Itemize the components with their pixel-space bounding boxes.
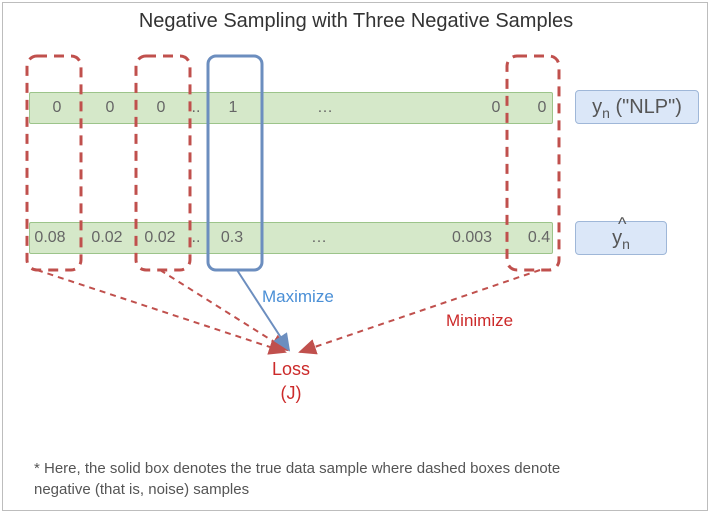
- pred-value-2: 0.02: [144, 229, 176, 246]
- arrow-neg3: [298, 269, 541, 355]
- label-y: y: [592, 96, 603, 118]
- ellipsis-bottom-middle: …: [311, 229, 327, 246]
- arrow-true: [236, 269, 291, 352]
- pred-value-0: 0.08: [34, 229, 66, 246]
- true-value-2: 0: [156, 99, 166, 116]
- label-nlp: ("NLP"): [609, 96, 682, 118]
- footnote: * Here, the solid box denotes the true d…: [34, 460, 561, 498]
- true-sample-box: [206, 54, 264, 272]
- pred-value-5: 0.003: [451, 229, 493, 246]
- negative-sample-box-3: [505, 54, 561, 272]
- negative-sample-box-2: [134, 54, 192, 272]
- pred-value-target: 0.3: [220, 229, 244, 246]
- true-value-target: 1: [228, 99, 238, 116]
- true-value-0: 0: [52, 99, 62, 116]
- true-value-6: 0: [537, 99, 547, 116]
- hat-symbol: ^: [618, 214, 627, 234]
- pred-value-6: 0.4: [527, 229, 551, 246]
- loss-symbol: (J): [280, 383, 302, 403]
- true-label-tag: yn ("NLP"): [575, 90, 699, 124]
- label-sub-n: n: [602, 105, 610, 121]
- ellipsis-top-middle: …: [317, 99, 333, 116]
- maximize-label: Maximize: [262, 287, 334, 306]
- arrow-neg2: [159, 269, 289, 352]
- minimize-label: Minimize: [446, 311, 514, 330]
- label-y-hat: y: [612, 227, 623, 249]
- predicted-vector: [29, 222, 553, 254]
- true-value-5: 0: [491, 99, 501, 116]
- pred-value-1: 0.02: [91, 229, 123, 246]
- true-value-1: 0: [105, 99, 115, 116]
- negative-sample-box-1: [25, 54, 83, 272]
- predicted-label-tag: ^ yn: [575, 214, 667, 255]
- ellipsis-top: ..: [191, 99, 201, 116]
- label-hat-sub-n: n: [622, 236, 630, 252]
- true-label-vector: [29, 92, 553, 124]
- diagram-title: Negative Sampling with Three Negative Sa…: [138, 10, 574, 32]
- arrow-neg1: [36, 269, 287, 355]
- loss-label: Loss: [271, 359, 311, 379]
- ellipsis-bottom: ..: [191, 229, 201, 246]
